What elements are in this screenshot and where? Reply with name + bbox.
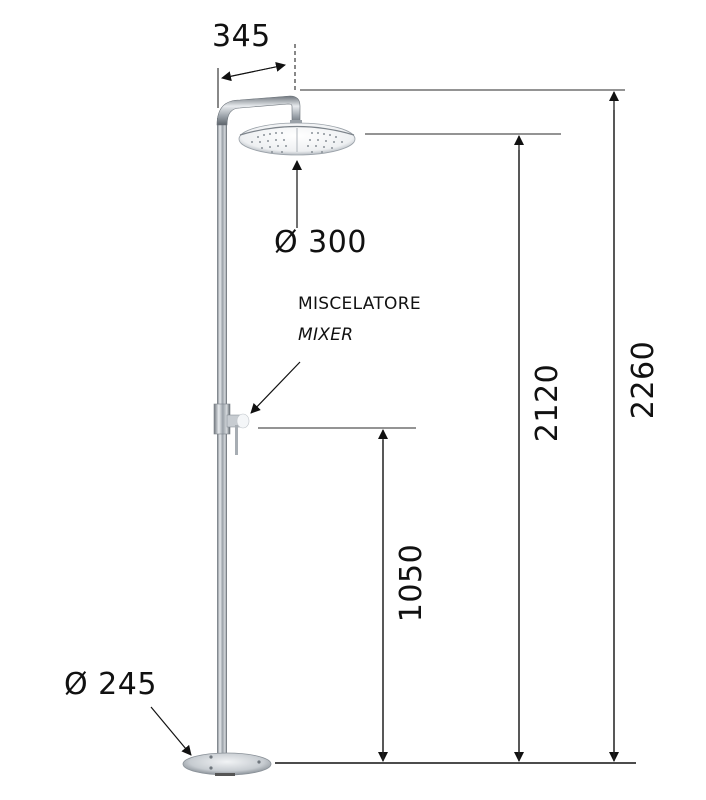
base-diameter-label: Ø 245: [64, 667, 157, 702]
head-height-label: 2120: [530, 363, 565, 443]
vertical-pole: [217, 118, 227, 758]
dimension-arm-reach: [217, 44, 296, 108]
total-height-label: 2260: [626, 340, 661, 420]
mixer-callout-arrow: [250, 361, 301, 414]
mixer-height-label: 1050: [394, 543, 429, 623]
arm-reach-label: 345: [212, 19, 271, 54]
head-diameter-label: Ø 300: [274, 225, 367, 260]
base-diameter-arrow: [150, 706, 192, 756]
shower-head: [238, 122, 356, 156]
mixer-label-italian: MISCELATORE: [298, 294, 421, 314]
base-plate: [182, 752, 272, 776]
mixer-body: [213, 403, 250, 455]
mixer-lever: [235, 425, 238, 455]
shower-column: [182, 95, 356, 776]
reference-lines: [258, 89, 625, 429]
mixer-label-english: MIXER: [298, 325, 354, 345]
shower-arm: [216, 95, 301, 126]
